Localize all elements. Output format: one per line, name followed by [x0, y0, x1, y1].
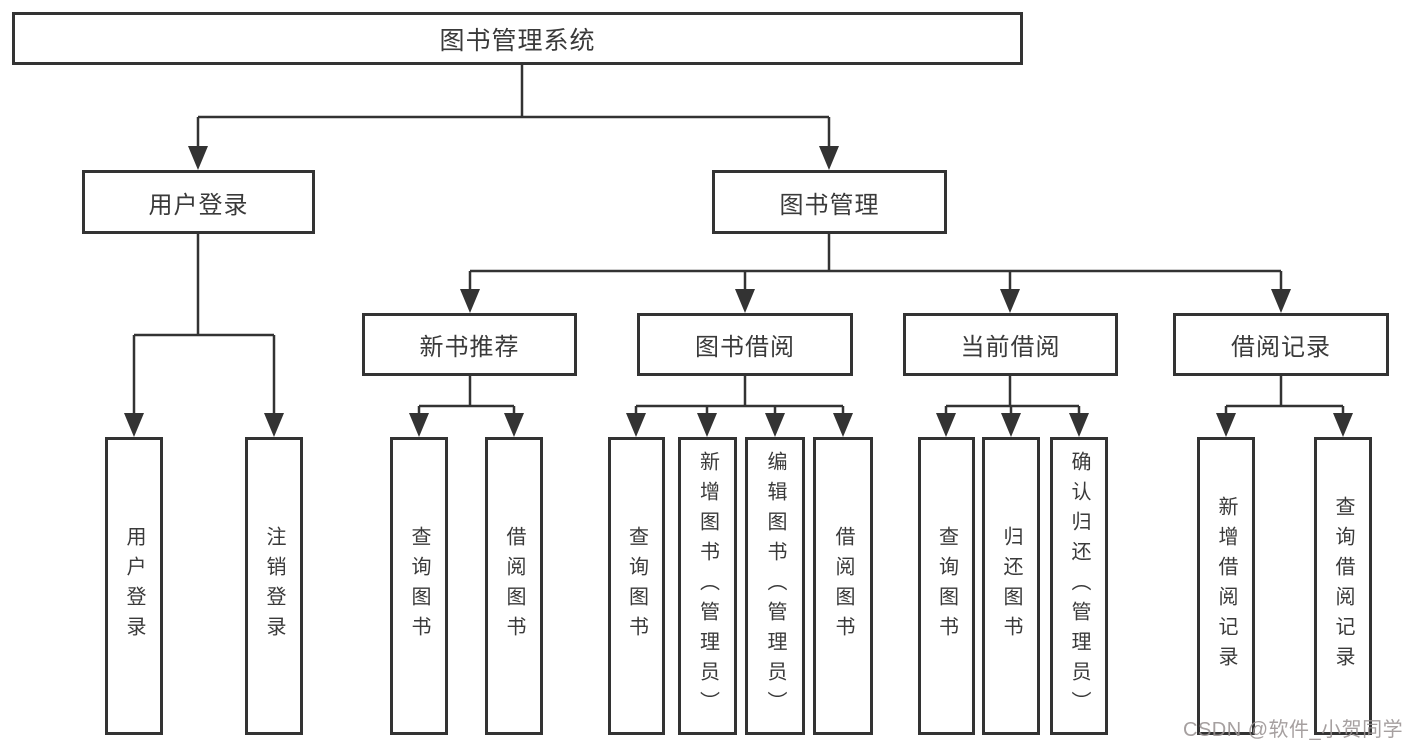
csdn-watermark: CSDN @软件_小贺同学	[1183, 719, 1404, 741]
leaf-confirm-return-admin: 确认归还（管理员）	[1050, 437, 1108, 735]
leaf-query-books-recommend: 查询图书	[390, 437, 448, 735]
node-library-management-system: 图书管理系统	[12, 12, 1023, 65]
node-book-borrowing: 图书借阅	[637, 313, 853, 376]
leaf-edit-books-admin: 编辑图书（管理员）	[745, 437, 805, 735]
leaf-add-borrow-record: 新增借阅记录	[1197, 437, 1255, 735]
node-user-login: 用户登录	[82, 170, 315, 234]
node-new-book-recommendation: 新书推荐	[362, 313, 577, 376]
leaf-borrow-books: 借阅图书	[813, 437, 873, 735]
node-current-borrowing: 当前借阅	[903, 313, 1118, 376]
leaf-borrow-books-recommend: 借阅图书	[485, 437, 543, 735]
leaf-query-books-current: 查询图书	[918, 437, 975, 735]
leaf-return-books: 归还图书	[982, 437, 1040, 735]
leaf-logout: 注销登录	[245, 437, 303, 735]
node-borrowing-records: 借阅记录	[1173, 313, 1389, 376]
leaf-add-books-admin: 新增图书（管理员）	[678, 437, 737, 735]
leaf-user-login: 用户登录	[105, 437, 163, 735]
node-book-management: 图书管理	[712, 170, 947, 234]
leaf-query-books-borrow: 查询图书	[608, 437, 665, 735]
leaf-query-borrow-record: 查询借阅记录	[1314, 437, 1372, 735]
